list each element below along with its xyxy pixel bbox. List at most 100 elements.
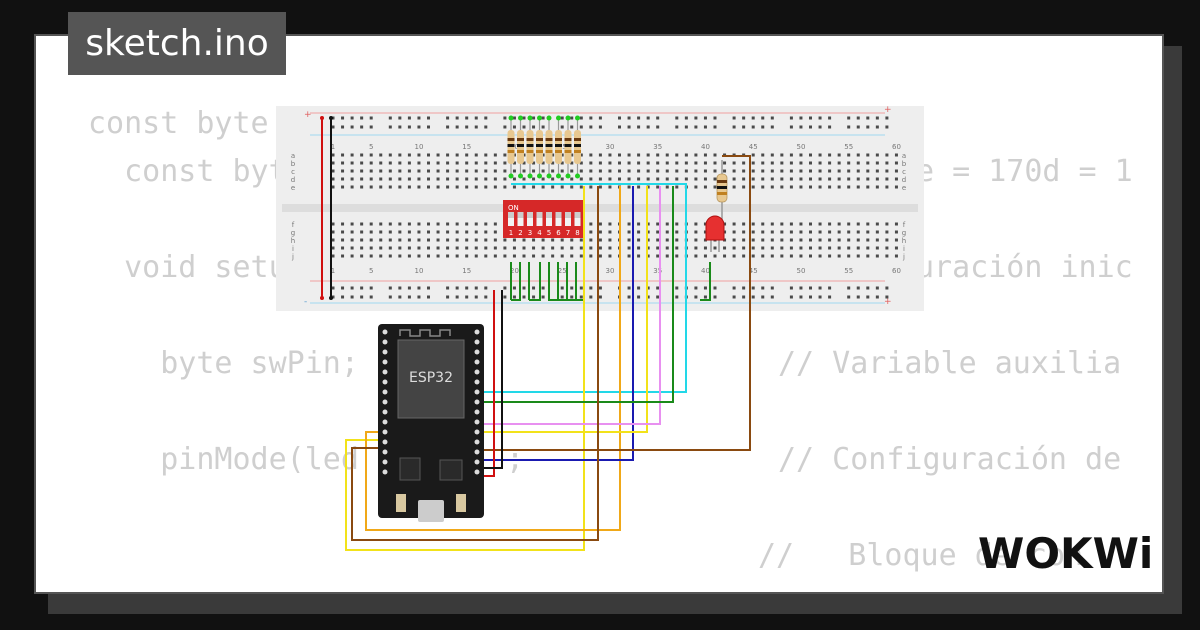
hole	[818, 125, 822, 129]
dip-levers[interactable]	[508, 212, 581, 226]
hole	[522, 286, 526, 290]
hole	[446, 125, 450, 129]
hole	[713, 153, 717, 157]
hole	[455, 161, 459, 165]
esp32-board[interactable]: ESP32	[378, 324, 484, 522]
hole	[694, 222, 698, 226]
pin	[382, 429, 388, 435]
hole	[742, 254, 746, 258]
hole	[360, 295, 364, 299]
resistor-band	[574, 138, 581, 141]
hole	[751, 230, 755, 234]
hole	[427, 161, 430, 165]
hole	[799, 161, 803, 165]
lead-end	[508, 115, 514, 121]
reset-button[interactable]	[456, 494, 466, 512]
hole	[761, 246, 765, 250]
lead-end	[556, 173, 561, 179]
hole	[560, 246, 564, 250]
dip-lever-knob	[574, 212, 581, 218]
resistor-band	[545, 138, 553, 141]
hole	[512, 116, 516, 120]
pin	[382, 469, 388, 475]
hole	[675, 246, 679, 250]
hole	[751, 286, 755, 290]
hole	[723, 230, 727, 234]
hole	[627, 286, 631, 290]
dip-lever[interactable]	[527, 212, 533, 226]
red-led[interactable]	[705, 215, 725, 241]
hole	[360, 230, 364, 234]
hole	[875, 222, 879, 226]
hole	[694, 286, 698, 290]
hole	[799, 286, 803, 290]
hole	[598, 286, 602, 290]
hole	[637, 254, 641, 258]
hole	[608, 185, 612, 189]
hole	[427, 246, 430, 250]
hole	[703, 286, 707, 290]
hole	[723, 222, 727, 226]
hole	[627, 153, 631, 157]
column-number: 10	[414, 143, 423, 151]
dip-lever[interactable]	[555, 212, 562, 226]
hole	[407, 295, 411, 299]
hole	[369, 153, 373, 157]
dip-lever[interactable]	[517, 212, 524, 226]
hole	[684, 153, 688, 157]
column-number: 55	[844, 267, 853, 275]
row-letter: e	[291, 184, 295, 192]
hole	[608, 153, 612, 157]
hole	[742, 238, 746, 242]
hole	[847, 169, 851, 173]
hole	[446, 286, 450, 290]
wire-end	[320, 296, 324, 300]
hole	[417, 286, 421, 290]
hole	[350, 246, 354, 250]
file-tab[interactable]: sketch.ino	[68, 12, 286, 75]
hole	[713, 254, 717, 258]
hole	[875, 246, 879, 250]
hole	[742, 230, 746, 234]
hole	[369, 295, 373, 299]
hole	[818, 153, 822, 157]
dip-lever[interactable]	[546, 212, 552, 226]
hole	[885, 286, 889, 290]
hole	[732, 161, 736, 165]
boot-button[interactable]	[396, 494, 406, 512]
dip-lever[interactable]	[565, 212, 571, 226]
resistor-band	[545, 150, 553, 153]
hole	[579, 295, 583, 299]
hole	[656, 116, 660, 120]
lead-end	[527, 173, 533, 179]
hole	[637, 153, 641, 157]
resistor-band	[517, 138, 524, 141]
dip-lever[interactable]	[574, 212, 581, 226]
hole	[331, 161, 335, 165]
hole	[350, 125, 354, 129]
hole	[379, 185, 383, 189]
hole	[856, 295, 860, 299]
hole	[589, 116, 593, 120]
dip-lever[interactable]	[508, 212, 514, 226]
hole	[703, 254, 707, 258]
hole	[646, 116, 650, 120]
hole	[713, 246, 717, 250]
hole	[331, 246, 335, 250]
hole	[828, 238, 832, 242]
dip-number: 8	[575, 229, 579, 237]
hole	[713, 286, 717, 290]
hole	[350, 153, 354, 157]
hole	[407, 286, 411, 290]
hole	[436, 161, 440, 165]
pin	[382, 349, 388, 355]
hole	[656, 230, 660, 234]
green-wires-dip	[510, 262, 711, 301]
dip-lever[interactable]	[536, 212, 543, 226]
hole	[780, 161, 784, 165]
hole	[407, 238, 411, 242]
hole	[799, 116, 803, 120]
code-line: const byte	[88, 106, 269, 141]
